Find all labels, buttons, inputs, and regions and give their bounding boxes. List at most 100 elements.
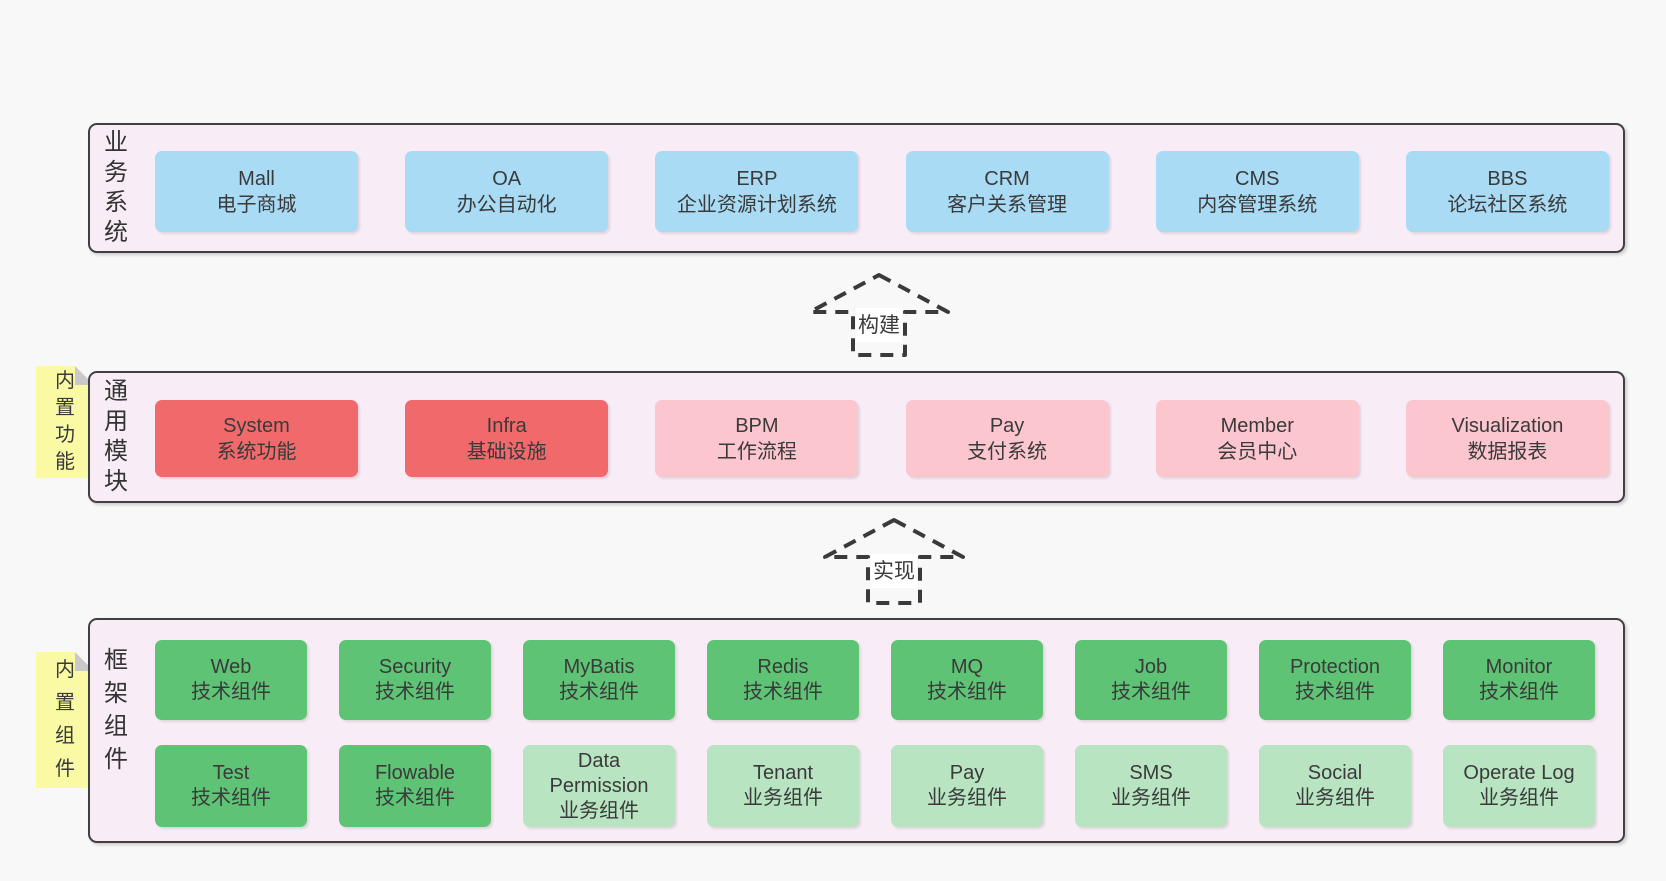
box-sms: SMS 业务组件 xyxy=(1075,745,1227,827)
box-redis: Redis 技术组件 xyxy=(707,640,859,720)
box-operate-log: Operate Log 业务组件 xyxy=(1443,745,1595,827)
note-built-in-features: 内置功能 xyxy=(36,366,94,478)
note-built-in-components-label: 内置组件 xyxy=(55,659,75,780)
box-desc: 业务组件 xyxy=(559,799,639,822)
box-visualization: Visualization 数据报表 xyxy=(1405,400,1609,477)
box-desc: 办公自动化 xyxy=(456,193,557,216)
box-name: Pay xyxy=(949,762,985,784)
box-name: BPM xyxy=(735,414,779,437)
box-name: System xyxy=(223,414,290,437)
box-desc: 技术组件 xyxy=(375,681,455,703)
box-desc: 技术组件 xyxy=(1111,681,1191,703)
box-cms: CMS 内容管理系统 xyxy=(1155,151,1359,232)
box-monitor: Monitor 技术组件 xyxy=(1443,640,1595,720)
box-member: Member 会员中心 xyxy=(1155,400,1359,477)
note-built-in-components: 内置组件 xyxy=(36,652,94,788)
arrow-build: 构建 xyxy=(808,273,950,357)
box-desc: 技术组件 xyxy=(927,681,1007,703)
box-desc: 技术组件 xyxy=(191,681,271,703)
box-desc: 技术组件 xyxy=(743,681,823,703)
arrow-label-bg xyxy=(856,308,902,342)
box-name: SMS xyxy=(1129,762,1173,784)
box-bpm: BPM 工作流程 xyxy=(655,400,859,477)
box-desc: 技术组件 xyxy=(191,787,271,809)
business-systems-row: Mall 电子商城 OA 办公自动化 ERP 企业资源计划系统 CRM 客户关系… xyxy=(155,151,1609,232)
box-desc: 支付系统 xyxy=(967,440,1048,463)
box-desc: 业务组件 xyxy=(743,787,823,809)
box-desc: 业务组件 xyxy=(1111,787,1191,809)
box-mall: Mall 电子商城 xyxy=(155,151,358,232)
box-desc: 业务组件 xyxy=(1479,787,1559,809)
band-framework-components-label: 框架组件 xyxy=(104,647,128,773)
box-pay: Pay 支付系统 xyxy=(905,400,1109,477)
box-name: Operate Log xyxy=(1463,762,1575,784)
box-oa: OA 办公自动化 xyxy=(405,151,609,232)
box-infra: Infra 基础设施 xyxy=(405,400,609,477)
box-desc: 论坛社区系统 xyxy=(1447,193,1568,216)
box-data-permission: Data Permission 业务组件 xyxy=(523,745,675,827)
box-desc: 电子商城 xyxy=(216,193,297,216)
box-name: Pay xyxy=(989,414,1025,437)
band-common-modules: 通用模块 System 系统功能 Infra 基础设施 BPM 工作流程 Pay… xyxy=(88,371,1625,503)
box-crm: CRM 客户关系管理 xyxy=(905,151,1109,232)
box-name: Web xyxy=(210,656,252,678)
box-name: Infra xyxy=(486,414,527,437)
box-test: Test 技术组件 xyxy=(155,745,307,827)
box-job: Job 技术组件 xyxy=(1075,640,1227,720)
box-name: Flowable xyxy=(374,762,456,784)
box-name: Mall xyxy=(238,167,275,190)
box-name: Test xyxy=(212,762,250,784)
box-security: Security 技术组件 xyxy=(339,640,491,720)
arrow-implement: 实现 xyxy=(823,518,965,605)
framework-components-row-1: Web 技术组件 Security 技术组件 MyBatis 技术组件 Redi… xyxy=(155,640,1595,720)
box-name: Social xyxy=(1307,762,1363,784)
box-protection: Protection 技术组件 xyxy=(1259,640,1411,720)
box-mybatis: MyBatis 技术组件 xyxy=(523,640,675,720)
band-common-modules-label: 通用模块 xyxy=(104,378,128,495)
box-name: Security xyxy=(378,656,452,678)
box-name: CRM xyxy=(984,167,1030,190)
box-desc: 技术组件 xyxy=(1479,681,1559,703)
arrow-build-label: 构建 xyxy=(858,314,900,337)
box-name: Member xyxy=(1220,414,1294,437)
box-name: Redis xyxy=(757,656,809,678)
box-desc: 基础设施 xyxy=(466,440,547,463)
box-desc: 内容管理系统 xyxy=(1197,193,1318,216)
box-name: Monitor xyxy=(1485,656,1553,678)
box-erp: ERP 企业资源计划系统 xyxy=(655,151,859,232)
box-desc: 技术组件 xyxy=(1295,681,1375,703)
arrow-label-bg xyxy=(871,554,917,588)
box-desc: 数据报表 xyxy=(1467,440,1548,463)
box-desc: 业务组件 xyxy=(927,787,1007,809)
box-tenant: Tenant 业务组件 xyxy=(707,745,859,827)
box-name: ERP xyxy=(736,167,778,190)
box-desc: 会员中心 xyxy=(1217,440,1298,463)
box-desc: 技术组件 xyxy=(559,681,639,703)
box-name: MyBatis xyxy=(563,656,635,678)
box-pay-component: Pay 业务组件 xyxy=(891,745,1043,827)
band-business-systems-label: 业务系统 xyxy=(104,129,128,246)
band-framework-components: 框架组件 Web 技术组件 Security 技术组件 MyBatis 技术组件… xyxy=(88,618,1625,843)
box-name: BBS xyxy=(1487,167,1528,190)
box-name: Tenant xyxy=(752,762,814,784)
framework-components-row-2: Test 技术组件 Flowable 技术组件 Data Permission … xyxy=(155,745,1595,827)
box-desc: 系统功能 xyxy=(216,440,297,463)
box-name: Job xyxy=(1134,656,1168,678)
box-desc: 技术组件 xyxy=(375,787,455,809)
box-bbs: BBS 论坛社区系统 xyxy=(1405,151,1609,232)
arrow-implement-label: 实现 xyxy=(873,560,915,583)
box-desc: 工作流程 xyxy=(716,440,797,463)
box-name: Protection xyxy=(1289,656,1381,678)
box-name: MQ xyxy=(950,656,984,678)
box-mq: MQ 技术组件 xyxy=(891,640,1043,720)
box-web: Web 技术组件 xyxy=(155,640,307,720)
box-flowable: Flowable 技术组件 xyxy=(339,745,491,827)
band-business-systems: 业务系统 Mall 电子商城 OA 办公自动化 ERP 企业资源计划系统 CRM… xyxy=(88,123,1625,253)
note-built-in-features-label: 内置功能 xyxy=(55,370,75,473)
box-desc: 业务组件 xyxy=(1295,787,1375,809)
box-name: Visualization xyxy=(1451,414,1564,437)
box-desc: 客户关系管理 xyxy=(947,193,1068,216)
common-modules-row: System 系统功能 Infra 基础设施 BPM 工作流程 Pay 支付系统… xyxy=(155,400,1609,477)
box-social: Social 业务组件 xyxy=(1259,745,1411,827)
